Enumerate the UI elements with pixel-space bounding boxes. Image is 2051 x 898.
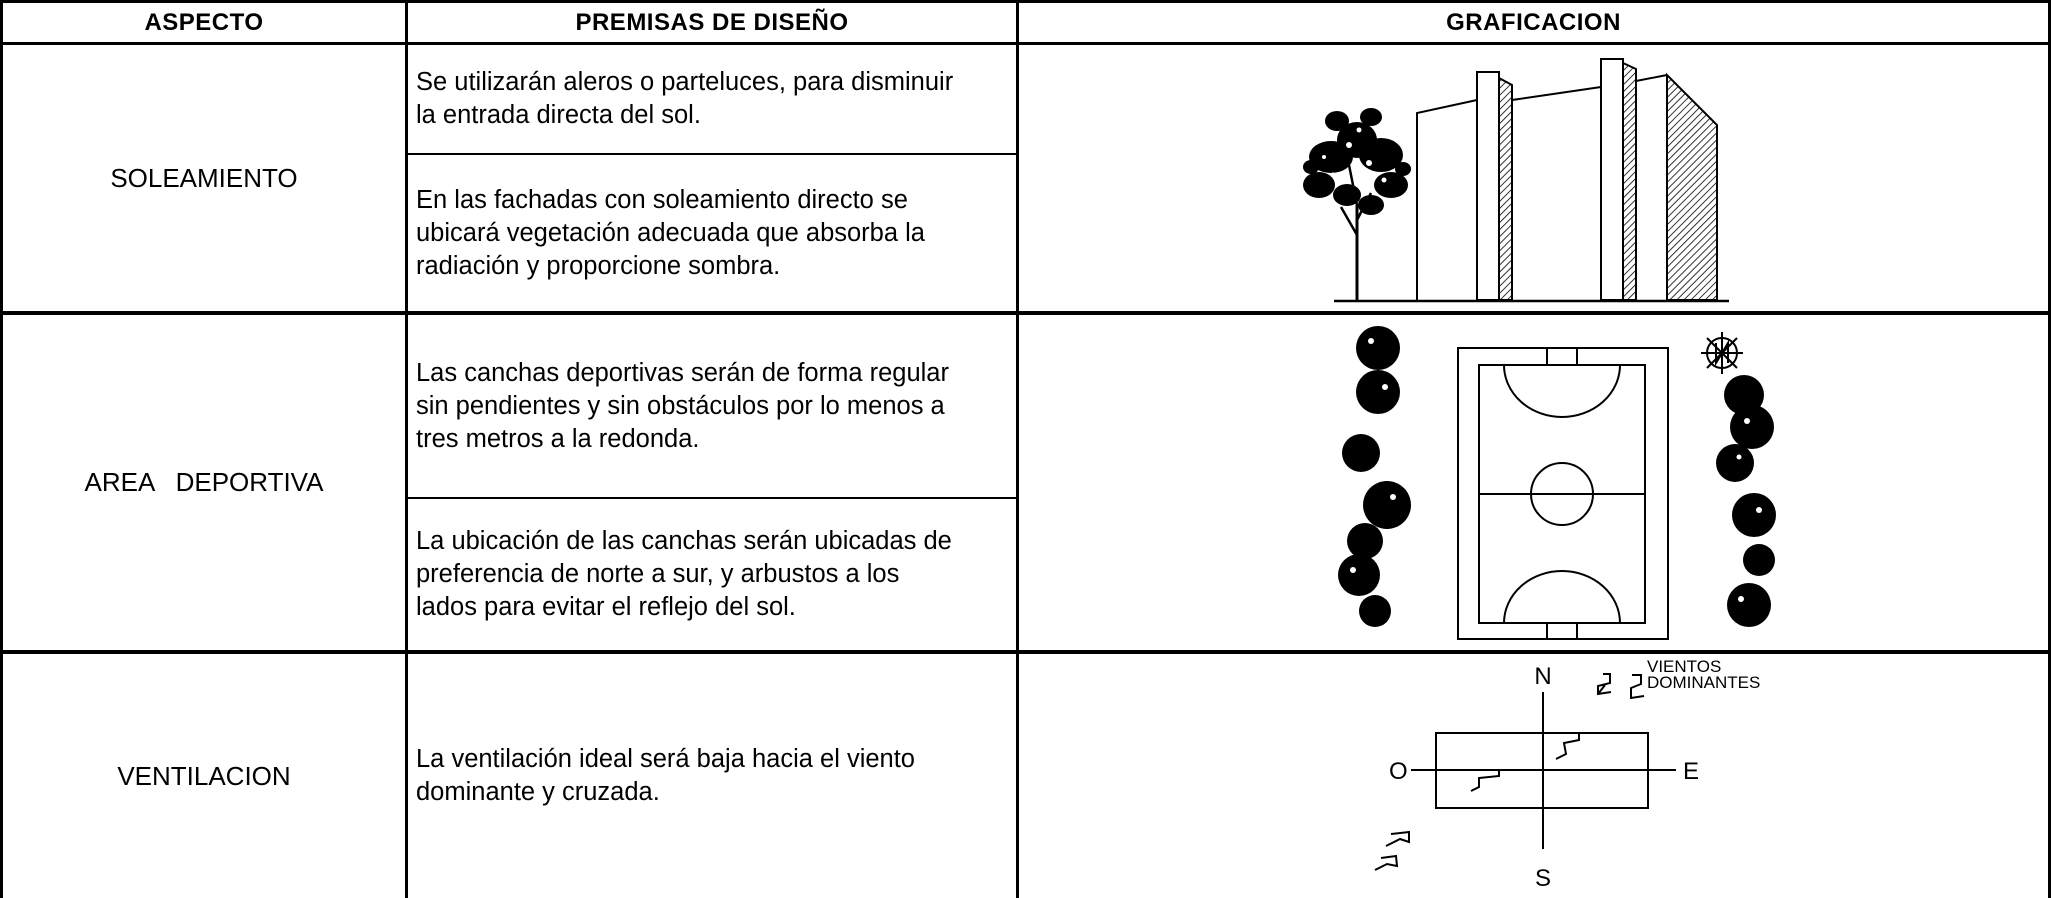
premise-deportiva-1: Las canchas deportivas serán de forma re… <box>416 358 949 453</box>
area-deportiva-graphic <box>1338 326 1776 640</box>
column-divider-2 <box>1016 0 1019 898</box>
row-divider-2 <box>0 650 2051 654</box>
label-west: O <box>1389 758 1408 785</box>
header-premisas: PREMISAS DE DISEÑO <box>575 8 849 36</box>
tree-icon <box>1303 108 1411 300</box>
aspect-soleamiento: SOLEAMIENTO <box>110 162 298 193</box>
label-dominantes: DOMINANTES <box>1647 673 1760 692</box>
table-right-border <box>2048 0 2051 898</box>
premise-soleamiento-1: Se utilizarán aleros o parteluces, para … <box>416 68 954 129</box>
buildings-elevation <box>1334 58 1729 303</box>
north-arrow-icon <box>1701 332 1743 374</box>
court-plan <box>1457 347 1669 640</box>
wind-arrow-icons <box>1374 673 1645 871</box>
label-vientos: VIENTOS <box>1647 657 1721 676</box>
row-divider-1 <box>0 311 2051 315</box>
table-top-border <box>0 0 2051 3</box>
shrub-texture <box>1350 338 1762 602</box>
label-south: S <box>1535 865 1551 892</box>
soleamiento-graphic <box>1303 58 1729 303</box>
column-divider-1 <box>405 0 408 898</box>
header-aspecto: ASPECTO <box>144 8 264 36</box>
shrub-right-group <box>1716 375 1776 627</box>
premise-soleamiento-2: En las fachadas con soleamiento directo … <box>416 185 925 280</box>
shrub-left-group <box>1338 326 1411 627</box>
aspect-ventilacion: VENTILACION <box>117 760 291 791</box>
premise-deportiva-2: La ubicación de las canchas serán ubicad… <box>416 527 952 621</box>
header-graficacion: GRAFICACION <box>1446 8 1621 36</box>
table-left-border <box>0 0 3 898</box>
ventilacion-graphic: N S E O VIENTOS DOMINANTES <box>1374 657 1760 892</box>
sub-divider-1 <box>405 153 1018 155</box>
label-east: E <box>1683 758 1699 785</box>
premise-ventilacion: La ventilación ideal será baja hacia el … <box>416 745 915 806</box>
header-bottom-border <box>0 42 2051 45</box>
aspect-area-deportiva: AREA DEPORTIVA <box>84 467 324 497</box>
sub-divider-2 <box>405 497 1018 499</box>
label-north: N <box>1534 663 1551 690</box>
